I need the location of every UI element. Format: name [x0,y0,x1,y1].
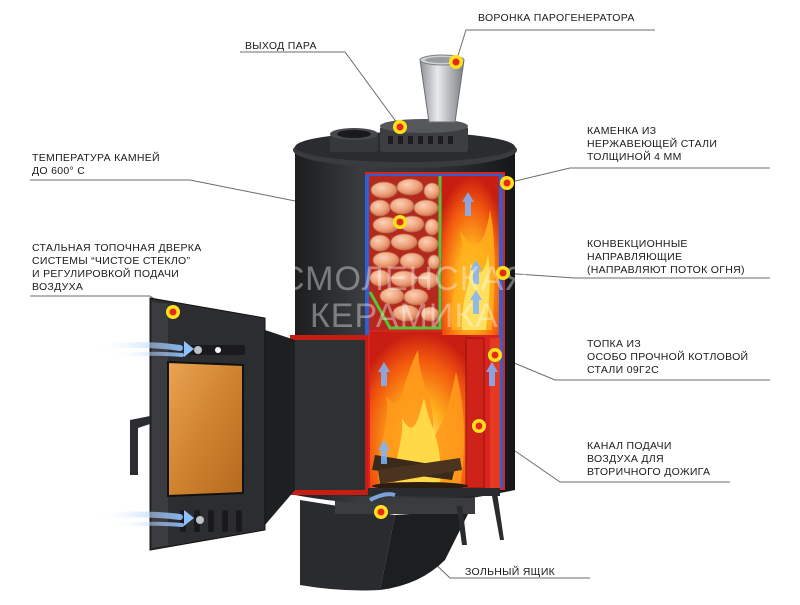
label-firebox: ТОПКА ИЗ ОСОБО ПРОЧНОЙ КОТЛОВОЙ СТАЛИ 09… [587,338,749,376]
leader-steam-funnel [455,29,655,63]
marker-heater-steel [500,176,514,190]
marker-door [166,305,180,319]
marker-convection [496,266,510,280]
label-steam-funnel: ВОРОНКА ПАРОГЕНЕРАТОРА [478,12,635,24]
flow-arrows [378,192,498,464]
door-tunnel [265,330,295,525]
fire-door [130,297,266,551]
marker-air-channel [472,419,486,433]
air-intake-arrows [92,341,396,528]
marker-ash-box [374,505,388,519]
label-convection: КОНВЕКЦИОННЫЕ НАПРАВЛЯЮЩИЕ (НАПРАВЛЯЮТ П… [587,238,745,276]
label-door: СТАЛЬНАЯ ТОПОЧНАЯ ДВЕРКА СИСТЕМЫ “ЧИСТОЕ… [32,242,202,293]
stones [369,178,441,322]
label-steam-outlet: ВЫХОД ПАРА [245,40,317,52]
label-ash-box: ЗОЛЬНЫЙ ЯЩИК [465,566,556,578]
marker-steam-funnel [449,55,463,69]
watermark-line-2: КЕРАМИКА [310,297,499,335]
watermark-line-1: СМОЛЕНСКАЯ [280,260,530,298]
marker-steam-outlet [393,120,407,134]
marker-stone-temp [393,215,407,229]
watermark: СМОЛЕНСКАЯ КЕРАМИКА [280,260,530,335]
marker-firebox [488,348,502,362]
markers [166,55,514,519]
leader-steam-outlet [240,51,401,128]
leader-heater-steel [506,167,770,184]
grate [350,488,500,506]
label-stone-temp: ТЕМПЕРАТУРА КАМНЕЙ ДО 600° С [32,152,160,177]
label-air-channel: КАНАЛ ПОДАЧИ ВОЗДУХА ДЛЯ ВТОРИЧНОГО ДОЖИ… [587,440,711,478]
door-frame-inner [295,340,365,490]
label-heater-steel: КАМЕНКА ИЗ НЕРЖАВЕЮЩЕЙ СТАЛИ ТОЛЩИНОЙ 4 … [587,125,718,163]
leader-convection [502,272,770,279]
